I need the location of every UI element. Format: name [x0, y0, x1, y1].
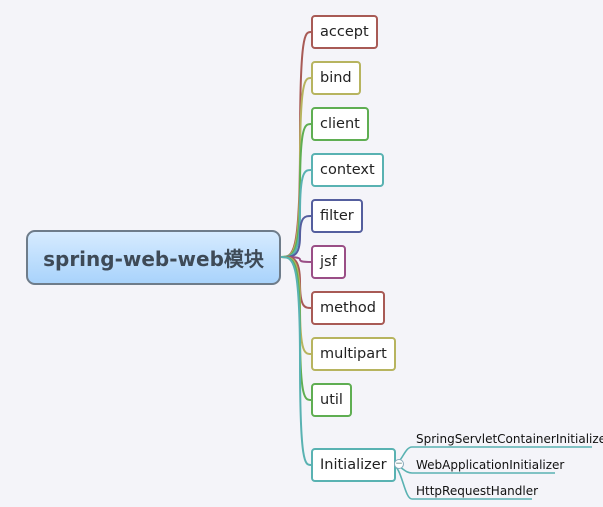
node-filter[interactable]: filter	[311, 199, 363, 233]
node-client[interactable]: client	[311, 107, 369, 141]
link-accept	[280, 31, 312, 258]
leaf-http-request-handler[interactable]: HttpRequestHandler	[416, 484, 539, 498]
link-bind	[280, 77, 312, 258]
node-method[interactable]: method	[311, 291, 385, 325]
node-jsf[interactable]: jsf	[311, 245, 346, 279]
root-node[interactable]: spring-web-web模块	[26, 230, 281, 285]
link-initializer	[280, 256, 312, 466]
node-accept[interactable]: accept	[311, 15, 378, 49]
node-util[interactable]: util	[311, 383, 352, 417]
node-multipart[interactable]: multipart	[311, 337, 396, 371]
node-context[interactable]: context	[311, 153, 384, 187]
leaf-spring-servlet-container-initializer[interactable]: SpringServletContainerInitializer	[416, 432, 603, 446]
leaf-web-application-initializer[interactable]: WebApplicationInitializer	[416, 458, 565, 472]
node-initializer[interactable]: Initializer	[311, 448, 396, 482]
collapse-toggle-icon[interactable]: −	[394, 459, 404, 469]
node-bind[interactable]: bind	[311, 61, 361, 95]
